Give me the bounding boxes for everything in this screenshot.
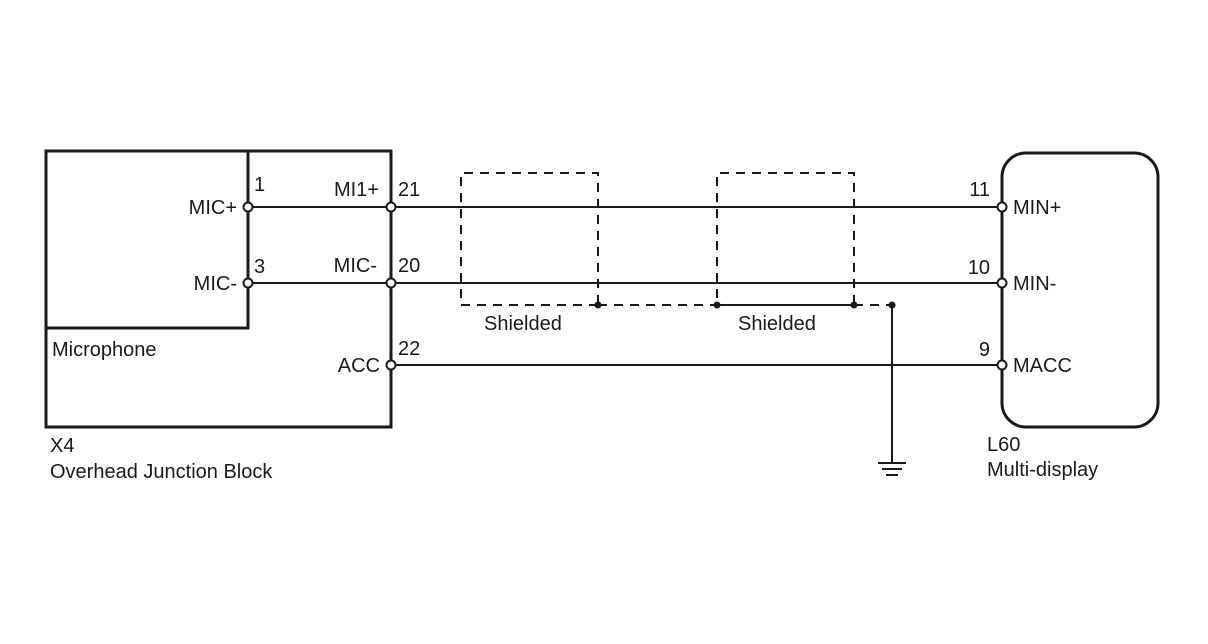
ground-icon (878, 462, 906, 476)
shield-box-1 (460, 172, 599, 306)
shield-label-2: Shielded (738, 313, 816, 335)
md-pin-label-min-plus: MIN+ (1013, 197, 1061, 219)
md-code: L60 (987, 434, 1020, 456)
terminal-21 (385, 201, 397, 213)
terminal-9 (996, 359, 1008, 371)
terminal-20 (385, 277, 397, 289)
md-pin-number-11: 11 (969, 179, 990, 201)
jb-code: X4 (50, 435, 74, 457)
mic-pin-label-plus: MIC+ (189, 197, 237, 219)
jb-name: Overhead Junction Block (50, 461, 273, 483)
mic-pin-number-3: 3 (254, 256, 265, 278)
jb-pin-number-21: 21 (398, 179, 420, 201)
multi-display-outline (1000, 151, 1160, 429)
jb-pin-number-22: 22 (398, 338, 420, 360)
shield-label-1: Shielded (484, 313, 562, 335)
md-pin-number-10: 10 (968, 257, 990, 279)
md-pin-label-min-minus: MIN- (1013, 273, 1056, 295)
terminal-11 (996, 201, 1008, 213)
mic-pin-number-1: 1 (254, 174, 265, 196)
md-pin-number-9: 9 (979, 339, 990, 361)
jb-pin-number-20: 20 (398, 255, 420, 277)
terminal-10 (996, 277, 1008, 289)
shield-box-2 (716, 172, 855, 306)
terminal-mic-minus (242, 277, 254, 289)
microphone-name: Microphone (52, 339, 157, 361)
md-pin-label-macc: MACC (1013, 355, 1072, 377)
shield-junction-dot (713, 301, 721, 309)
jb-pin-label-mi1-plus: MI1+ (334, 179, 379, 201)
mic-pin-label-minus: MIC- (194, 273, 237, 295)
terminal-mic-plus (242, 201, 254, 213)
terminal-22 (385, 359, 397, 371)
jb-pin-label-mic-minus: MIC- (334, 255, 377, 277)
shield-junction-dot (888, 301, 896, 309)
shield-junction-dot (850, 301, 858, 309)
jb-pin-label-acc: ACC (338, 355, 380, 377)
microphone-outline (44, 149, 250, 330)
md-name: Multi-display (987, 459, 1098, 481)
shield-junction-dot (594, 301, 602, 309)
